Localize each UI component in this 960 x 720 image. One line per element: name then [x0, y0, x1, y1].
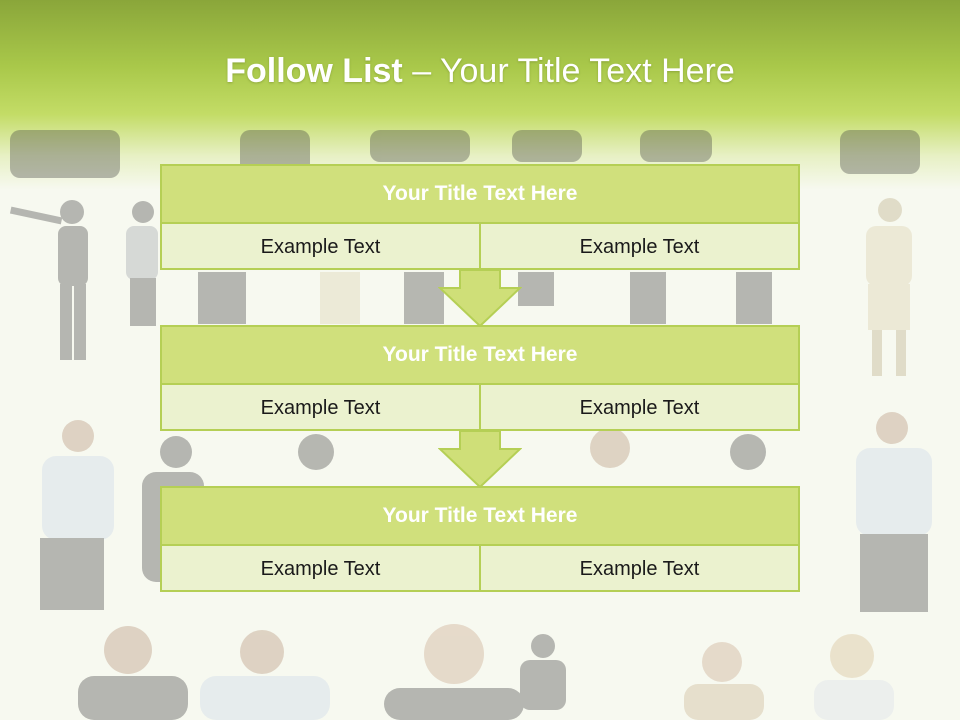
slide-title-rest: – Your Title Text Here — [402, 52, 735, 90]
step-title-1: Your Title Text Here — [162, 166, 798, 224]
step-1-left-text: Example Text — [260, 235, 381, 258]
step-row-1: Example Text Example Text — [162, 224, 798, 270]
step-block-2: Your Title Text Here Example Text Exampl… — [160, 325, 800, 431]
down-arrow-icon-1 — [438, 270, 522, 328]
step-3-left-text: Example Text — [260, 557, 381, 580]
step-3-right-text: Example Text — [479, 546, 798, 592]
step-title-3: Your Title Text Here — [162, 488, 798, 546]
slide-title-bold: Follow List — [225, 52, 403, 90]
step-2-right-text: Example Text — [479, 385, 798, 431]
step-block-3: Your Title Text Here Example Text Exampl… — [160, 486, 800, 592]
step-title-2: Your Title Text Here — [162, 327, 798, 385]
step-2-left-text: Example Text — [260, 396, 381, 419]
step-row-2: Example Text Example Text — [162, 385, 798, 431]
down-arrow-icon-2 — [438, 431, 522, 489]
step-1-right-text: Example Text — [479, 224, 798, 270]
slide-title: Follow List – Your Title Text Here — [0, 52, 960, 91]
step-row-3: Example Text Example Text — [162, 546, 798, 592]
header-band — [0, 0, 960, 190]
step-block-1: Your Title Text Here Example Text Exampl… — [160, 164, 800, 270]
